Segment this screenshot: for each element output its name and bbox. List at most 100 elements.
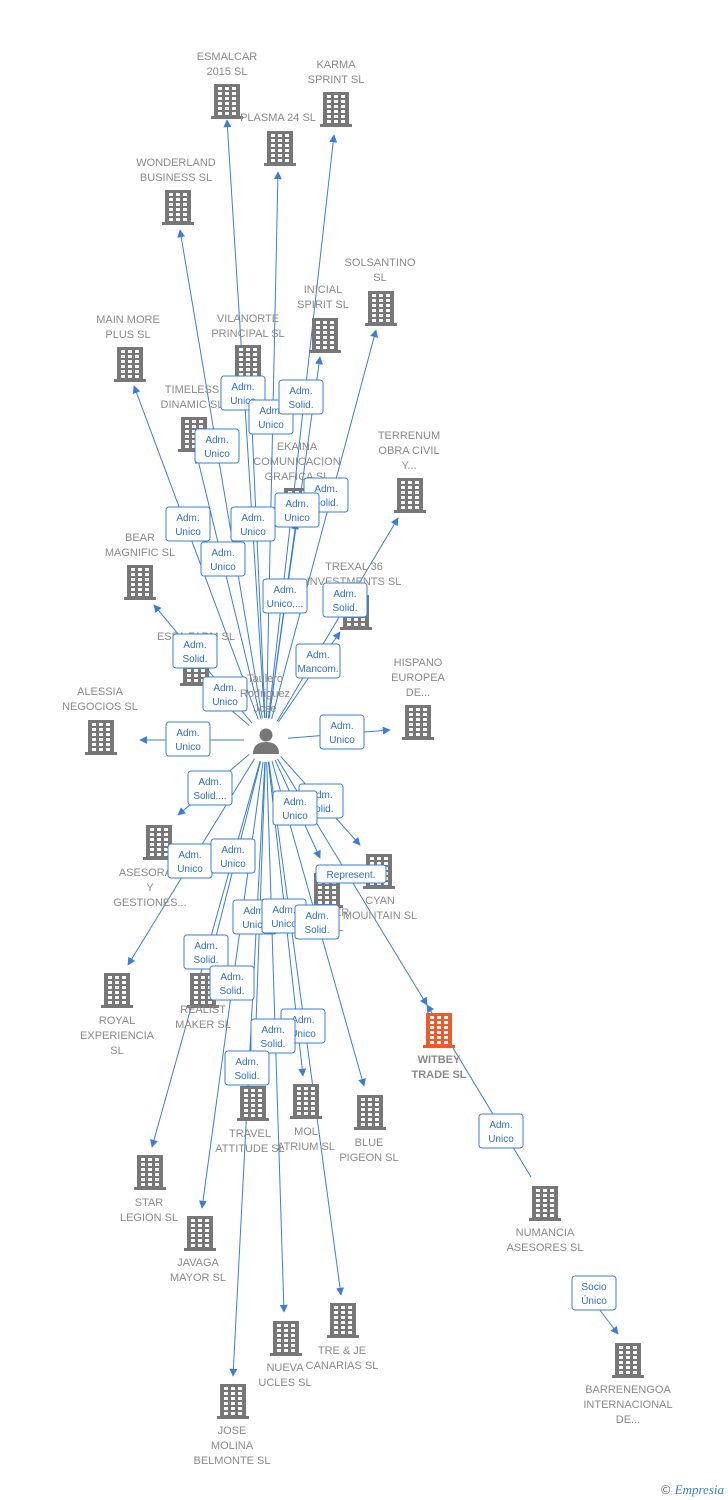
edge-role-label[interactable]: Adm.Solid.: [209, 965, 255, 1001]
edge-role-box: [210, 838, 256, 874]
company-label-line: 2015 SL: [207, 66, 248, 78]
company-label-line: PLASMA 24 SL: [240, 112, 316, 124]
company-label-line: SPIRIT SL: [297, 299, 349, 311]
company-label-line: NUEVA: [266, 1362, 304, 1374]
building-icon: [423, 1013, 455, 1048]
edge-role-label[interactable]: Adm.Solid.: [322, 582, 368, 618]
company-label-line: COMUNICACION: [253, 456, 340, 468]
company-label-line: BARRENENGOA: [585, 1384, 671, 1396]
edge-role-label[interactable]: Adm.Unico: [319, 714, 365, 750]
building-icon: [237, 1086, 269, 1121]
company-label-line: WITBEY: [418, 1054, 461, 1066]
edge-role-label[interactable]: Adm.Unico: [202, 676, 248, 712]
company-node-esmalcar[interactable]: ESMALCAR 2015 SL: [197, 51, 258, 119]
edge-role-label[interactable]: Adm.Solid.: [250, 1018, 296, 1054]
company-label: ESMALCAR 2015 SL: [197, 51, 258, 78]
building-icon: [217, 1384, 249, 1419]
company-label-line: INICIAL: [304, 284, 343, 296]
edge-role-label[interactable]: Adm.Unico: [478, 1113, 524, 1149]
company-label-line: KARMA: [316, 59, 356, 71]
edge-role-text: Adm.Unico: [240, 513, 266, 538]
company-node-numancia[interactable]: NUMANCIA ASESORES SL: [506, 1186, 584, 1254]
edge-role-line: Unico: [282, 811, 308, 822]
edge-role-line: Adm.: [205, 435, 228, 446]
edge-role-line: Único: [581, 1294, 607, 1307]
edge-role-label[interactable]: Represent.: [315, 864, 387, 884]
edge-role-line: Solid.: [219, 986, 244, 997]
edge-role-label[interactable]: Adm.Unico: [274, 492, 320, 528]
building-icon: [124, 565, 156, 600]
edge-role-label[interactable]: Adm.Solid.: [183, 934, 229, 970]
edge-role-label[interactable]: Adm.Solid.: [172, 633, 218, 669]
edge-role-label[interactable]: Adm.Unico: [194, 428, 240, 464]
company-label-line: DINAMIC SL: [161, 399, 224, 411]
company-node-plasma[interactable]: PLASMA 24 SL: [240, 112, 316, 166]
edge-role-label[interactable]: Adm.Unico: [230, 506, 276, 542]
edge-role-text: Adm.Unico: [284, 499, 310, 524]
edge-role-label[interactable]: Adm.Solid.: [278, 379, 324, 415]
footer-brand[interactable]: ©Empresia: [660, 1482, 724, 1498]
edge-role-label[interactable]: Adm.Unico: [210, 838, 256, 874]
edge-role-label[interactable]: Adm.Mancom.: [295, 643, 341, 679]
building-icon: [232, 345, 264, 380]
company-node-inicial[interactable]: INICIAL SPIRIT SL: [297, 284, 349, 353]
company-label-line: ESMALCAR: [197, 51, 258, 63]
edge-role-line: Adm.: [176, 728, 199, 739]
edge-role-label[interactable]: Adm.Solid.: [294, 904, 340, 940]
edge-role-label[interactable]: Adm. Unico: [272, 790, 318, 826]
edge-role-label[interactable]: Adm.Unico: [200, 541, 246, 577]
edge-role-line: Adm.: [489, 1120, 512, 1131]
edge-role-line: Unico,...: [267, 599, 304, 610]
company-label-line: VILANORTE: [217, 313, 279, 325]
edge-role-line: Solid.: [304, 925, 329, 936]
edge-role-label[interactable]: Adm.Unico,...: [262, 578, 308, 614]
edge-role-line: Solid.: [182, 654, 207, 665]
edge-p-karma: [267, 134, 338, 719]
edge-role-label[interactable]: Adm.Solid....: [187, 770, 233, 806]
edge-role-box: [571, 1275, 617, 1311]
edge-role-label[interactable]: Adm.Solid.: [224, 1050, 270, 1086]
company-label-line: NUMANCIA: [516, 1227, 575, 1239]
company-node-solsantino[interactable]: SOLSANTINO SL: [345, 257, 416, 326]
company-label-line: TERRENUM: [378, 430, 440, 442]
building-icon: [394, 478, 426, 513]
edge-role-label[interactable]: Adm.Unico: [165, 721, 211, 757]
edge-role-label[interactable]: Adm.Unico: [165, 506, 211, 542]
edge-role-text: Adm.Unico: [175, 728, 201, 753]
company-label-line: SL: [373, 272, 386, 284]
edge-role-line: Adm.: [283, 797, 306, 808]
person-name-line: Taulero: [247, 673, 283, 685]
edge-role-text: Adm.Solid.: [234, 1057, 259, 1082]
edge-role-label[interactable]: Adm.Unico: [167, 843, 213, 879]
company-label-line: SOLSANTINO: [345, 257, 416, 269]
edge-role-box: [278, 379, 324, 415]
company-label-line: ASESORES SL: [506, 1242, 583, 1254]
